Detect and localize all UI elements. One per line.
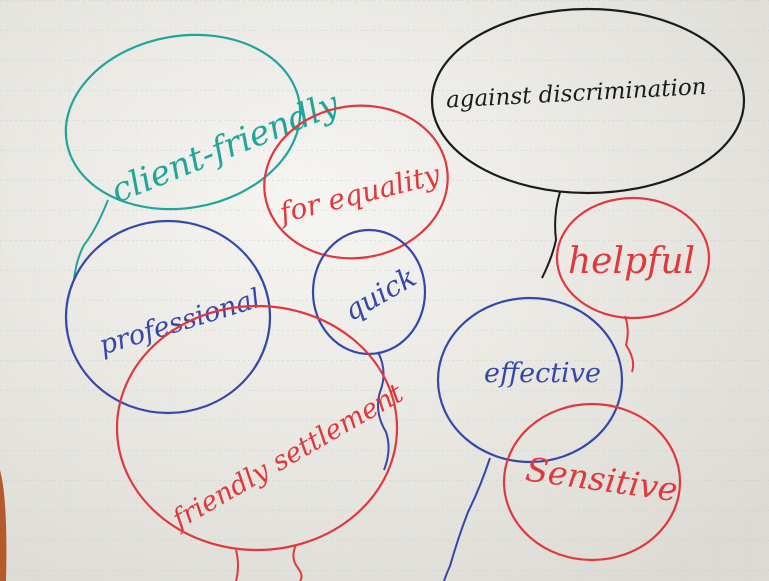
- label-effective: effective: [484, 358, 601, 389]
- orange-object-edge: [0, 470, 7, 581]
- balloon-effective: effective: [436, 296, 624, 581]
- balloon-helpful: helpful: [555, 196, 711, 373]
- label-helpful: helpful: [568, 241, 695, 282]
